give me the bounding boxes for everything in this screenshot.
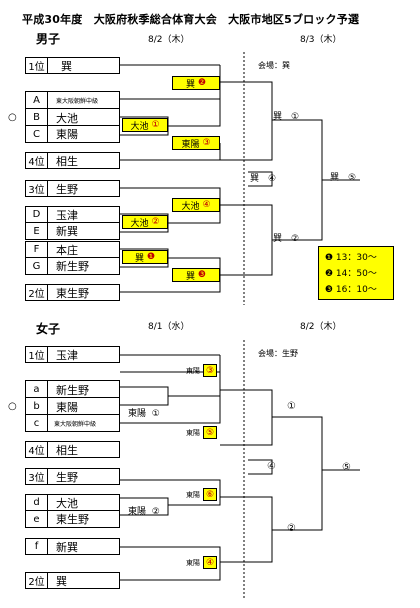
boys-date-round1: 8/2（木） [148, 35, 190, 45]
team-name: 大池 [56, 497, 78, 510]
page-title: 平成30年度 大阪府秋季総合体育大会 大阪市地区5ブロック予選 [22, 13, 360, 26]
team-seed: 2位 [26, 285, 48, 300]
boys-third-place: 巽 ④ [250, 174, 277, 184]
team-seed: B [26, 109, 48, 126]
team-seed: C [26, 126, 48, 142]
team-name: 新巽 [56, 225, 78, 238]
girls-match-label-f: 東陽 ④ [186, 556, 217, 569]
team-name: 本庄 [56, 244, 78, 257]
team-name: 東大阪朝鮮中級 [56, 98, 99, 105]
girls-match-label-c: 東陽 ⑤ [186, 426, 217, 439]
schedule-legend: ❶ 13：30～ ❷ 14：50～ ❸ 16：10～ [318, 246, 394, 300]
girls-match-label-d: 東陽 ② [128, 507, 160, 517]
girls-final-upper: ① [287, 401, 296, 412]
team-name: 東陽 [56, 128, 78, 141]
team-seed: c [26, 415, 48, 431]
girls-circle-mark: ○ [8, 401, 17, 412]
boys-team-group-de: D 玉津 E 新巽 [25, 206, 120, 240]
team-seed: E [26, 223, 48, 239]
girls-team-group-abc: a 新生野 b 東陽 c 東大阪朝鮮中級 [25, 380, 120, 432]
girls-match-label-e: 東陽 ⑥ [186, 488, 217, 501]
girls-team-box-1: 1位 玉津 [25, 346, 120, 363]
girls-team-box-5: 3位 生野 [25, 468, 120, 485]
boys-date-round2: 8/3（木） [300, 35, 342, 45]
girls-date-round2: 8/2（木） [300, 322, 342, 332]
boys-venue: 会場：巽 [258, 61, 290, 70]
team-name: 相生 [56, 154, 78, 168]
team-seed: e [26, 511, 48, 527]
team-seed: f [26, 539, 48, 554]
team-name: 東大阪朝鮮中級 [54, 420, 97, 428]
team-seed: 4位 [26, 442, 48, 457]
schedule-item: ❸ 16：10～ [325, 285, 377, 295]
team-seed: a [26, 381, 48, 398]
team-seed: 1位 [26, 58, 48, 73]
girls-match-label-b: 東陽 ③ [186, 364, 217, 377]
girls-venue: 会場：生野 [258, 349, 298, 358]
girls-team-group-de: d 大池 e 東生野 [25, 494, 120, 528]
team-seed: 4位 [26, 153, 48, 168]
boys-team-box-10: 2位 東生野 [25, 284, 120, 301]
boys-heading: 男子 [36, 32, 61, 46]
girls-champion: ⑤ [342, 462, 351, 473]
team-seed: 3位 [26, 469, 48, 484]
team-name: 玉津 [56, 348, 78, 362]
team-seed: G [26, 258, 48, 274]
team-seed: A [26, 92, 48, 109]
boys-team-group-abc: A 東大阪朝鮮中級 B 大池 C 東陽 [25, 91, 120, 143]
team-name: 巽 [61, 59, 72, 73]
team-seed: F [26, 242, 48, 258]
girls-team-box-4: 4位 相生 [25, 441, 120, 458]
girls-team-box-8: f 新巽 [25, 538, 120, 555]
girls-match-label-a: 東陽 ① [128, 409, 160, 419]
boys-circle-mark: ○ [8, 112, 17, 123]
team-name: 大池 [56, 111, 78, 125]
girls-team-box-9: 2位 巽 [25, 572, 120, 589]
team-seed: b [26, 398, 48, 415]
team-name: 新生野 [56, 383, 89, 397]
team-name: 生野 [56, 182, 78, 196]
team-seed: 1位 [26, 347, 48, 362]
team-name: 東生野 [56, 286, 89, 300]
boys-champion: 巽 ⑤ [330, 173, 357, 183]
team-name: 相生 [56, 443, 78, 457]
girls-heading: 女子 [36, 322, 61, 336]
team-name: 生野 [56, 470, 78, 484]
schedule-item: ❷ 14：50～ [325, 269, 377, 279]
boys-team-box-4: 4位 相生 [25, 152, 120, 169]
team-name: 新生野 [56, 260, 89, 273]
team-seed: 2位 [26, 573, 48, 588]
team-name: 巽 [56, 574, 67, 588]
team-seed: d [26, 495, 48, 511]
boys-team-box-1: 1位 巽 [25, 57, 120, 74]
boys-team-box-5: 3位 生野 [25, 180, 120, 197]
girls-date-round1: 8/1（水） [148, 322, 190, 332]
team-seed: D [26, 207, 48, 223]
team-name: 新巽 [56, 540, 78, 554]
team-name: 東生野 [56, 513, 89, 526]
girls-final-lower: ② [287, 523, 296, 534]
boys-final-lower: 巽 ② [273, 234, 300, 244]
team-seed: 3位 [26, 181, 48, 196]
boys-team-group-fg: F 本庄 G 新生野 [25, 241, 120, 275]
team-name: 玉津 [56, 209, 78, 222]
team-name: 東陽 [56, 400, 78, 414]
boys-final-upper: 巽 ① [273, 112, 300, 122]
schedule-item: ❶ 13：30～ [325, 253, 377, 263]
girls-third-place: ④ [267, 461, 276, 472]
